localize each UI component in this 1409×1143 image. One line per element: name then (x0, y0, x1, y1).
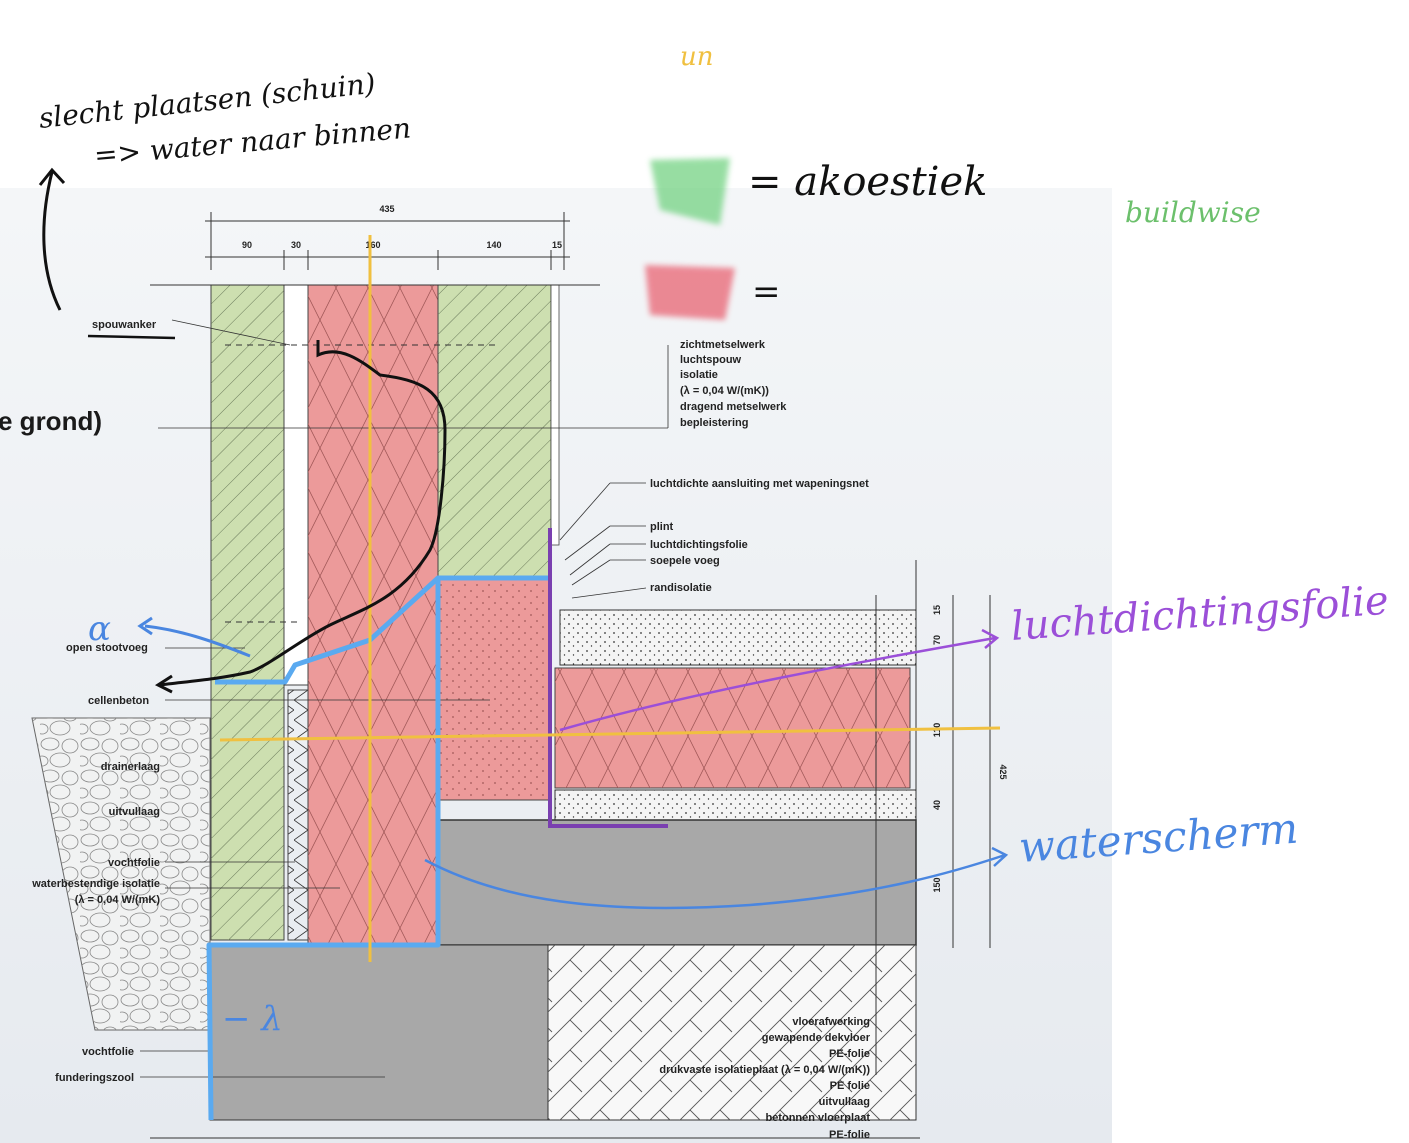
label-cellenbeton: cellenbeton (88, 695, 149, 707)
floor-label-5: PE folie (830, 1080, 870, 1092)
water-path-line (159, 340, 447, 687)
label-luchtdichtingsfolie: luchtdichtingsfolie (650, 539, 748, 551)
label-waterbestendige-isolatie: waterbestendige isolatie (31, 878, 160, 890)
floor-label-8: PE-folie (829, 1129, 870, 1141)
alpha-arrow (137, 616, 251, 658)
wall-label-1: zichtmetselwerk (680, 339, 766, 351)
label-randisolatie: randisolatie (650, 582, 712, 594)
gravel-pattern (32, 718, 210, 1030)
wall-label-2: luchtspouw (680, 354, 742, 366)
label-lambda-left: (λ = 0,04 W/(mK) (75, 894, 161, 906)
wall-label-6: bepleistering (680, 417, 748, 429)
yellow-horizontal-line (219, 726, 1001, 742)
lambda-note: − λ (222, 999, 283, 1039)
dim-seg-3: 160 (365, 240, 380, 250)
red-legend-swatch (645, 265, 735, 320)
buildwise-note: buildwise (1125, 196, 1261, 229)
wall-ties (225, 344, 500, 623)
alpha-note: α (88, 609, 111, 649)
dim-v-1: 15 (932, 605, 942, 615)
dim-v-total: 425 (998, 764, 1008, 779)
water-label-arrow (424, 846, 1009, 910)
leader-lines (140, 319, 669, 1078)
label-luchtdichte-aansluiting: luchtdichte aansluiting met wapeningsnet (650, 478, 869, 490)
facing-masonry-hatch (211, 285, 284, 940)
floor-label-group: vloerafwerking gewapende dekvloer PE-fol… (659, 1016, 870, 1141)
slide-title-fragment: e grond) (0, 406, 102, 436)
load-bearing-hatch (438, 285, 551, 580)
foundation-footing (209, 944, 549, 1121)
wall-label-4: (λ = 0,04 W/(mK)) (680, 385, 769, 397)
yellow-mark: un (680, 42, 714, 72)
right-dimension-lines (875, 560, 991, 1075)
wall-label-5: dragend metselwerk (680, 401, 787, 413)
wall-insulation-hatch (308, 285, 438, 945)
levelling-dots (555, 790, 916, 820)
floor-label-3: PE-folie (829, 1048, 870, 1060)
water-path-arrowhead (154, 674, 173, 694)
dim-v-5: 150 (932, 877, 942, 892)
air-barrier-line (548, 528, 668, 828)
wall-label-3: isolatie (680, 369, 718, 381)
dim-seg-1: 90 (242, 240, 252, 250)
label-vochtfolie: vochtfolie (108, 857, 160, 869)
floor-label-7: betonnen vloerplaat (765, 1112, 870, 1124)
screed-dots (560, 610, 916, 665)
label-funderingszool: funderingszool (55, 1072, 134, 1084)
floor-label-1: vloerafwerking (792, 1016, 870, 1028)
floor-label-6: uitvullaag (819, 1096, 870, 1108)
water-barrier-line (206, 575, 552, 1121)
floor-insulation-hatch (555, 668, 910, 788)
soil-hatch (548, 945, 916, 1120)
dim-seg-4: 140 (486, 240, 501, 250)
top-dimension-lines (150, 212, 600, 286)
label-open-stootvoeg: open stootvoeg (66, 642, 148, 654)
floor-label-4: drukvaste isolatieplaat (λ = 0,04 W/(mK)… (659, 1064, 870, 1076)
floor-label-2: gewapende dekvloer (762, 1032, 871, 1044)
dim-total: 435 (379, 204, 394, 214)
label-vochtfolie-2: vochtfolie (82, 1046, 134, 1058)
label-drainerlaag: drainerlaag (101, 761, 160, 773)
label-uitvullaag: uitvullaag (109, 806, 160, 818)
cellular-concrete-dots (438, 580, 551, 800)
dim-v-2: 70 (932, 635, 942, 645)
plaster (550, 284, 560, 546)
green-legend-swatch (650, 158, 730, 225)
label-plint: plint (650, 521, 674, 533)
concrete-floor-slab (437, 819, 917, 946)
label-soepele-voeg: soepele voeg (650, 555, 720, 567)
air-label-arrow (559, 628, 1000, 732)
wall-label-group: zichtmetselwerk luchtspouw isolatie (λ =… (680, 339, 787, 429)
spouwanker-underline (87, 334, 176, 340)
legend-red: = (752, 272, 781, 312)
dim-seg-5: 15 (552, 240, 562, 250)
note-arrow (38, 167, 66, 311)
dim-seg-2: 30 (291, 240, 301, 250)
air-cavity (283, 284, 309, 686)
dim-v-4: 40 (932, 800, 942, 810)
legend-acoustic: = akoestiek (748, 159, 987, 205)
cavity-insulation-lower (287, 689, 309, 941)
label-spouwanker: spouwanker (92, 319, 157, 331)
